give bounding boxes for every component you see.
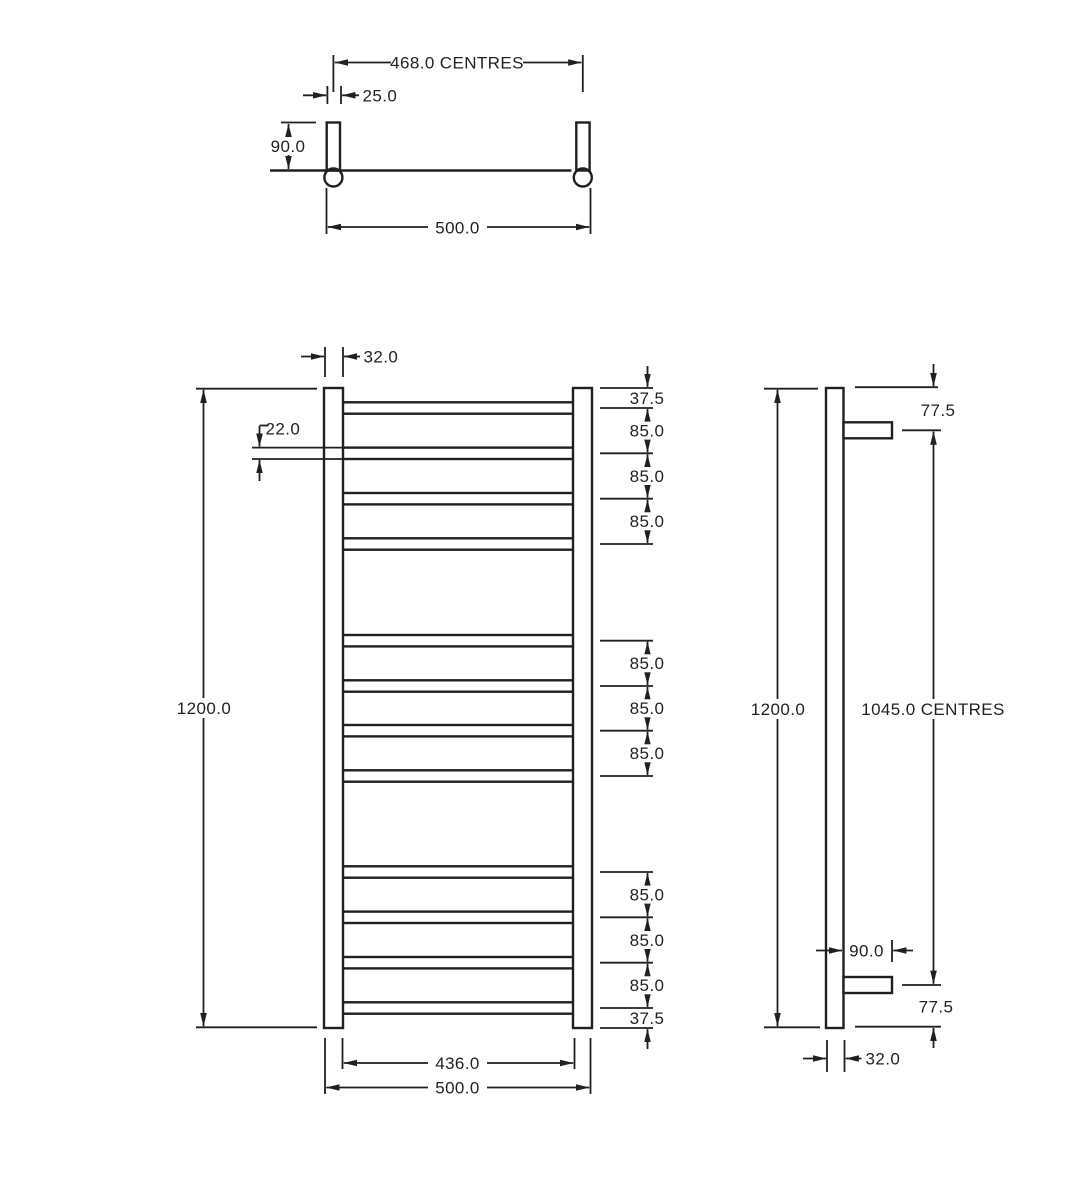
rung — [340, 769, 576, 783]
left-tube-end — [323, 167, 344, 188]
stack-dim-label: 85.0 — [630, 421, 665, 440]
dim-rail-depth-label: 32.0 — [866, 1049, 901, 1068]
side-view: 1200.0 77.5 1045.0 CENTRES 90.0 77.5 32.… — [743, 364, 1008, 1072]
dim-bracket-width-label: 25.0 — [363, 86, 398, 105]
left-rail — [322, 386, 345, 1030]
stack-dim-label: 85.0 — [630, 467, 665, 486]
rung — [340, 446, 576, 461]
dim-bracket-depth-label: 90.0 — [271, 137, 306, 156]
rung — [340, 633, 576, 648]
front-view: 1200.0 32.0 22.0 37.5 85.0 85.0 85.0 85.… — [169, 347, 668, 1098]
dim-side-height-label: 1200.0 — [751, 700, 805, 719]
right-bracket-top-view — [575, 121, 591, 172]
side-view-labels: 1200.0 77.5 1045.0 CENTRES 90.0 77.5 32.… — [743, 401, 1008, 1068]
dim-bottom-offset-label: 77.5 — [919, 998, 954, 1017]
top-view-geometry — [270, 121, 593, 188]
front-view-dimension-lines — [196, 347, 653, 1094]
stack-dim-label: 85.0 — [630, 699, 665, 718]
stack-dim-label: 85.0 — [630, 744, 665, 763]
rung — [340, 491, 576, 506]
bottom-wall-bracket — [842, 975, 894, 995]
stack-dim-label: 85.0 — [630, 654, 665, 673]
rung — [340, 865, 576, 879]
stack-dim-label: 37.5 — [630, 1009, 665, 1028]
side-view-geometry — [824, 386, 894, 1030]
side-rail — [824, 386, 845, 1030]
stack-dim-label: 37.5 — [630, 389, 665, 408]
dim-rail-width-label: 32.0 — [364, 347, 399, 366]
top-wall-bracket — [842, 421, 894, 440]
left-bracket-top-view — [325, 121, 342, 172]
rung — [340, 723, 576, 738]
right-rail — [571, 386, 594, 1030]
rung — [340, 955, 576, 970]
stack-dim-label: 85.0 — [630, 885, 665, 904]
dim-overall-width-top-label: 500.0 — [435, 218, 480, 237]
front-view-labels: 1200.0 32.0 22.0 37.5 85.0 85.0 85.0 85.… — [169, 347, 668, 1098]
front-view-geometry — [322, 386, 594, 1030]
rung — [340, 679, 576, 693]
dim-centres-top-label: 468.0 CENTRES — [390, 54, 524, 73]
top-view-labels: 468.0 CENTRES 25.0 90.0 500.0 — [264, 54, 524, 237]
rung — [340, 1001, 576, 1015]
dim-overall-width-front-label: 500.0 — [435, 1079, 480, 1098]
dim-bracket-length-label: 90.0 — [849, 941, 884, 960]
rung — [340, 537, 576, 551]
stack-dim-label: 85.0 — [630, 512, 665, 531]
dim-tube-diameter-label: 22.0 — [266, 420, 301, 439]
stack-dim-label: 85.0 — [630, 931, 665, 950]
rung — [340, 910, 576, 925]
dim-inner-width-label: 436.0 — [435, 1054, 480, 1073]
dim-front-height-label: 1200.0 — [177, 699, 231, 718]
top-view: 468.0 CENTRES 25.0 90.0 500.0 — [264, 54, 593, 237]
rung — [340, 401, 576, 415]
right-tube-end — [572, 167, 593, 188]
dim-centres-side-label: 1045.0 CENTRES — [861, 700, 1005, 719]
stack-dim-label: 85.0 — [630, 976, 665, 995]
dim-top-offset-label: 77.5 — [921, 401, 956, 420]
